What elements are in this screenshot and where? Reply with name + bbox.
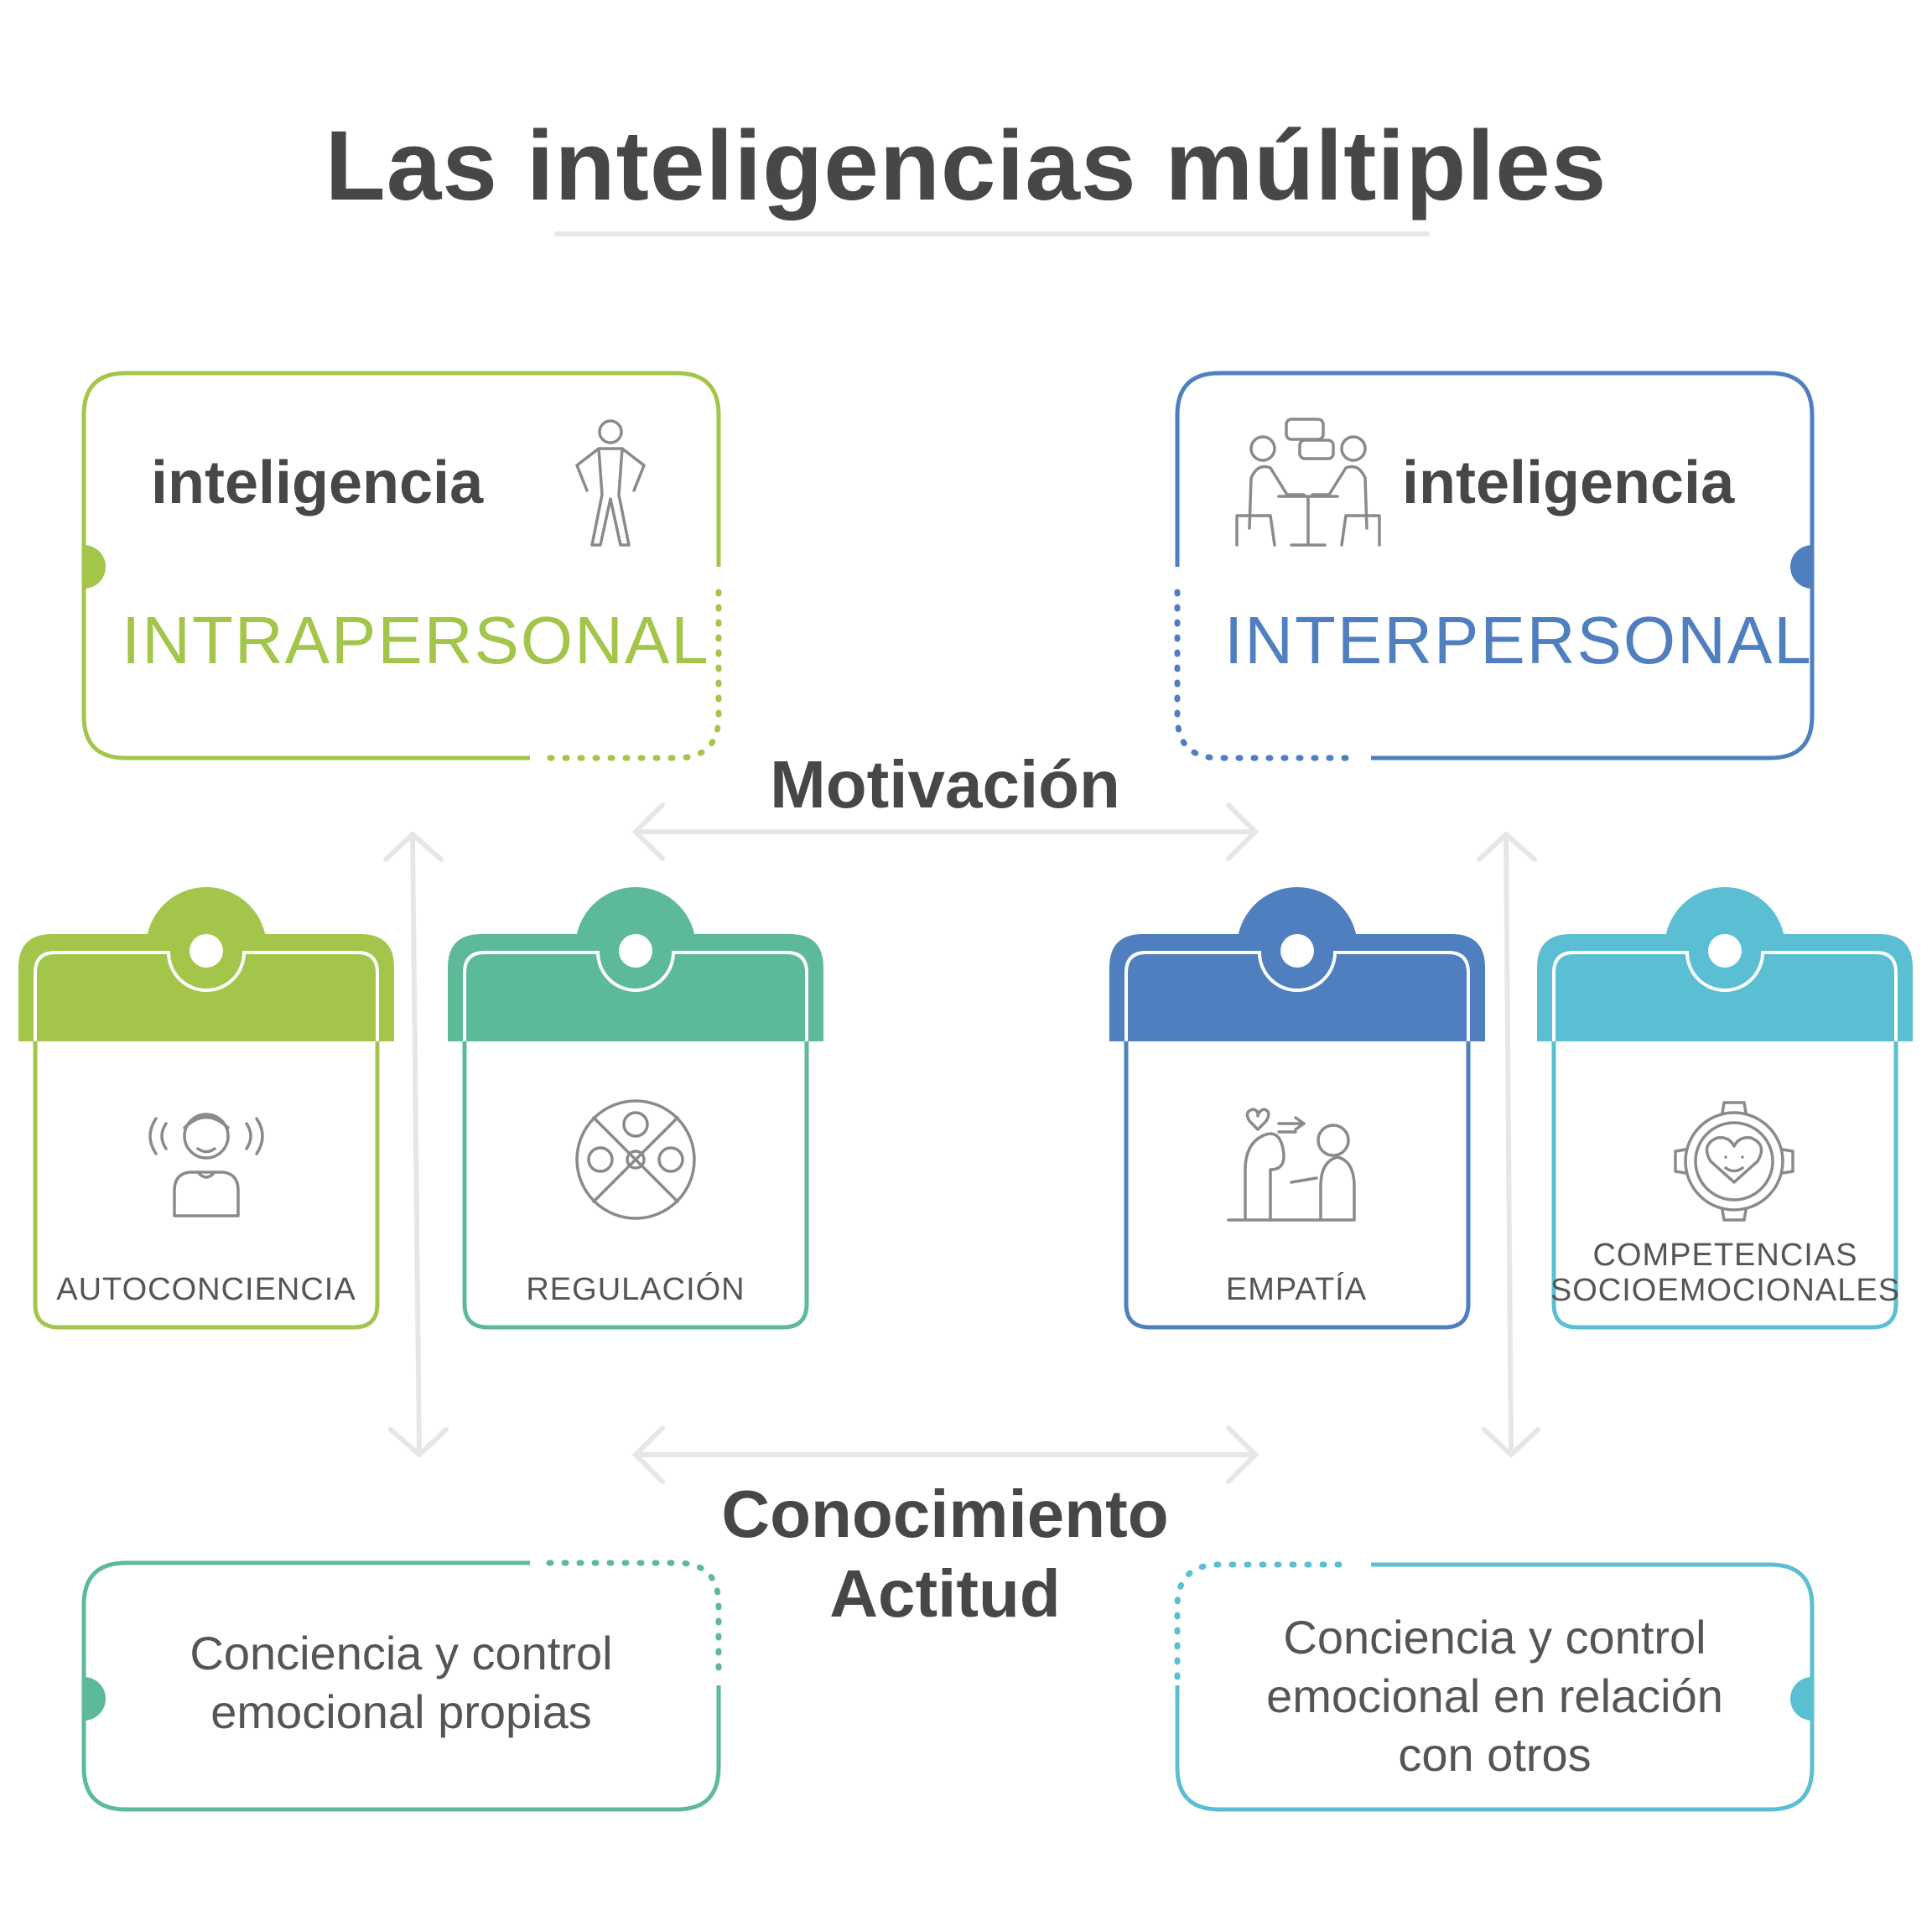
card-header — [18, 934, 394, 1041]
card-header — [448, 934, 823, 1041]
connector-knob — [1790, 545, 1812, 589]
empathy-icon — [1227, 1108, 1356, 1222]
person-standing-icon — [575, 419, 646, 547]
card-body — [1124, 1041, 1471, 1330]
card-body — [1551, 1041, 1898, 1330]
interpersonal-box — [1174, 371, 1815, 761]
conocimiento-label: Conocimiento — [721, 1477, 1169, 1551]
description-box-left — [81, 1560, 722, 1812]
card-regulacion — [448, 887, 823, 1330]
card-hole — [190, 934, 223, 968]
interpersonal-word: inteligencia — [1402, 449, 1735, 516]
description-line: Conciencia y control — [190, 1627, 613, 1679]
card-hole — [619, 934, 652, 968]
intrapersonal-word: inteligencia — [151, 449, 484, 516]
connector-knob — [84, 545, 106, 589]
intrapersonal-box — [81, 371, 722, 761]
description-line: emocional en relación — [1266, 1669, 1723, 1722]
card-autoconciencia — [18, 887, 394, 1330]
emotion-dial-icon — [575, 1099, 696, 1220]
card-body — [33, 1041, 380, 1330]
card-body — [462, 1041, 809, 1330]
description-line: emocional propias — [210, 1685, 592, 1738]
card-competencias — [1537, 887, 1913, 1330]
motivacion-label: Motivación — [770, 747, 1120, 822]
description-line: Conciencia y control — [1283, 1611, 1706, 1664]
card-empatia — [1109, 887, 1485, 1330]
label-line: SOCIOEMOCIONALES — [1550, 1273, 1901, 1308]
card-header — [1537, 934, 1913, 1041]
interpersonal-title: INTERPERSONAL — [1224, 603, 1813, 677]
card-hole — [1708, 934, 1742, 968]
card-label-autoconciencia: AUTOCONCIENCIA — [56, 1272, 356, 1307]
heart-gear-icon — [1674, 1101, 1794, 1222]
connector-knob — [1790, 1677, 1812, 1721]
card-label-empatia: EMPATÍA — [1225, 1272, 1368, 1307]
arrow-vertical-left — [383, 830, 449, 1459]
arrow-conocimiento — [631, 1425, 1259, 1484]
intrapersonal-title: INTRAPERSONAL — [122, 603, 710, 677]
arrow-motivacion — [631, 802, 1259, 861]
card-hole — [1280, 934, 1314, 968]
description-box-right — [1174, 1561, 1815, 1812]
label-line: COMPETENCIAS — [1592, 1238, 1858, 1273]
description-right: Conciencia y control emocional en relaci… — [1177, 1608, 1812, 1784]
arrow-vertical-right — [1477, 830, 1540, 1459]
people-talking-icon — [1235, 418, 1381, 547]
description-line: con otros — [1398, 1728, 1592, 1781]
self-awareness-icon — [148, 1113, 264, 1217]
card-label-regulacion: REGULACIÓN — [526, 1272, 745, 1307]
description-left: Conciencia y control emocional propias — [84, 1624, 719, 1742]
card-label-competencias: COMPETENCIAS SOCIOEMOCIONALES — [1547, 1238, 1903, 1308]
page-title: Las inteligencias múltiples — [325, 111, 1607, 221]
connector-knob — [84, 1677, 106, 1721]
card-header — [1109, 934, 1485, 1041]
actitud-label: Actitud — [829, 1556, 1061, 1631]
